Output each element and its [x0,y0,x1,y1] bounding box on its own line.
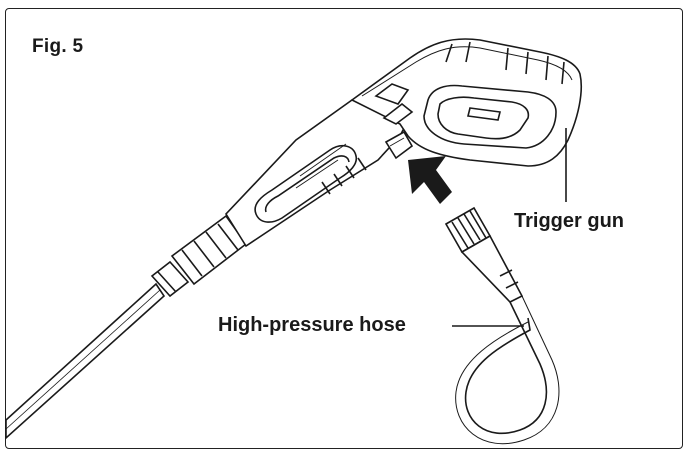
hose-connector [444,206,524,303]
up-left-arrow-icon [408,156,452,204]
lance-tube [5,282,166,440]
high-pressure-hose-callout: High-pressure hose [218,314,406,336]
gun-inlet [384,130,414,160]
gun-barrel [224,95,409,248]
callout-lines [452,128,567,327]
hose-loop [455,295,560,445]
figure-label: Fig. 5 [32,36,84,57]
lance-collar [150,260,190,298]
trigger-gun-callout: Trigger gun [514,210,624,232]
gun-handle [350,38,583,167]
figure-border [5,8,683,449]
